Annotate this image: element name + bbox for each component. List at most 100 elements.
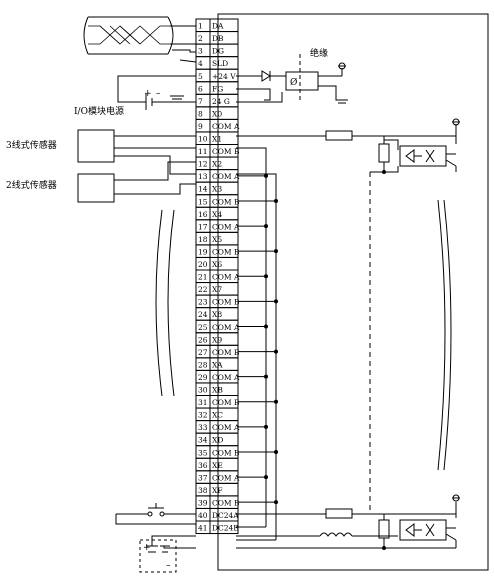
terminal-number: 8 [198,109,203,118]
junction-dot [274,299,278,304]
dc24-minus: – [166,561,171,571]
terminal-number: 17 [198,222,208,231]
terminal-number: 29 [198,373,208,382]
terminal-number: 13 [198,172,208,181]
terminal-row: 22 X7 [195,282,239,296]
terminal-signal: X9 [212,335,222,344]
terminal-number: 23 [198,298,208,307]
terminal-signal: X6 [212,260,222,269]
terminal-signal: COM B [212,498,240,507]
terminal-number: 9 [198,122,203,131]
terminal-number: 40 [198,511,208,520]
terminal-signal: COM A [212,122,240,131]
terminal-signal: DB [212,34,224,43]
continuation-marks [155,199,452,471]
terminal-signal: XD [212,436,223,445]
terminal-row: 38 XF [195,482,239,497]
terminal-number: 26 [198,335,208,344]
terminal-row: 8 X0 [195,106,239,120]
terminal-signal: COM B [212,197,240,206]
junction-dot [264,224,268,229]
terminal-signal: COM A [212,172,240,181]
terminal-signal: X5 [212,235,222,244]
terminal-signal: X3 [212,185,222,194]
twisted-pair-cable [83,16,197,63]
terminal-number: 38 [198,486,208,495]
terminal-number: 5 [198,72,203,81]
terminal-number: 27 [198,348,208,357]
terminal-number: 19 [198,247,208,256]
terminal-row: 13 COM A [195,169,240,183]
terminal-signal: COM B [212,147,240,156]
terminal-number: 24 [198,310,208,319]
terminal-number: 7 [198,97,203,106]
terminal-number: 22 [198,285,208,294]
terminal-signal: COM A [212,423,240,432]
terminal-signal: X8 [212,310,222,319]
terminal-signal: DC24B [212,524,239,533]
terminal-row: 11 COM B [195,144,240,158]
sensor3-label: 3线式传感器 [6,139,57,151]
x0-input-circuit [236,118,460,174]
terminal-number: 33 [198,423,208,432]
terminal-number: 20 [198,260,208,269]
terminal-row: 40 DC24A [195,507,239,522]
terminal-signal: SLD [212,59,228,68]
junction-dot [274,349,278,354]
terminal-signal: FG [212,84,223,93]
junction-dot [274,399,278,404]
terminal-number: 3 [198,47,203,56]
xf-switch [115,503,196,525]
terminal-number: 14 [198,185,208,194]
terminal-signal: XA [212,360,223,369]
junction-dot [274,449,278,454]
terminal-signal: X7 [212,285,222,294]
terminal-signal: XF [212,486,223,495]
module-enclosure [217,13,489,571]
terminal-number: 11 [198,147,208,156]
com-bus [236,147,277,541]
terminal-number: 34 [198,436,208,445]
sensor2-label: 2线式传感器 [6,179,57,191]
terminal-signal: DC24A [212,511,239,520]
terminal-signal: COM A [212,273,240,282]
terminal-row: 7 24 G [195,93,239,108]
junction-dot [264,274,268,279]
terminal-number: 1 [198,22,203,31]
battery-plus: + [144,89,152,99]
terminal-signal: X0 [212,109,222,118]
battery-minus: – [156,89,161,99]
terminal-row: 20 X6 [195,256,239,271]
junction-dot [264,173,268,178]
terminal-signal: COM B [212,448,240,457]
junction-dot [274,500,278,505]
terminal-signal: X2 [212,160,222,169]
junction-dot [264,475,268,480]
terminal-row: 9 COM A [195,118,240,133]
terminal-number: 10 [198,135,208,144]
terminal-row: 34 XD [195,432,239,447]
terminal-signal: +24 V [212,72,236,81]
terminal-signal: DG [212,47,224,56]
terminal-signal: 24 G [212,97,230,106]
junction-dot [274,249,278,254]
terminal-number: 36 [198,461,208,470]
